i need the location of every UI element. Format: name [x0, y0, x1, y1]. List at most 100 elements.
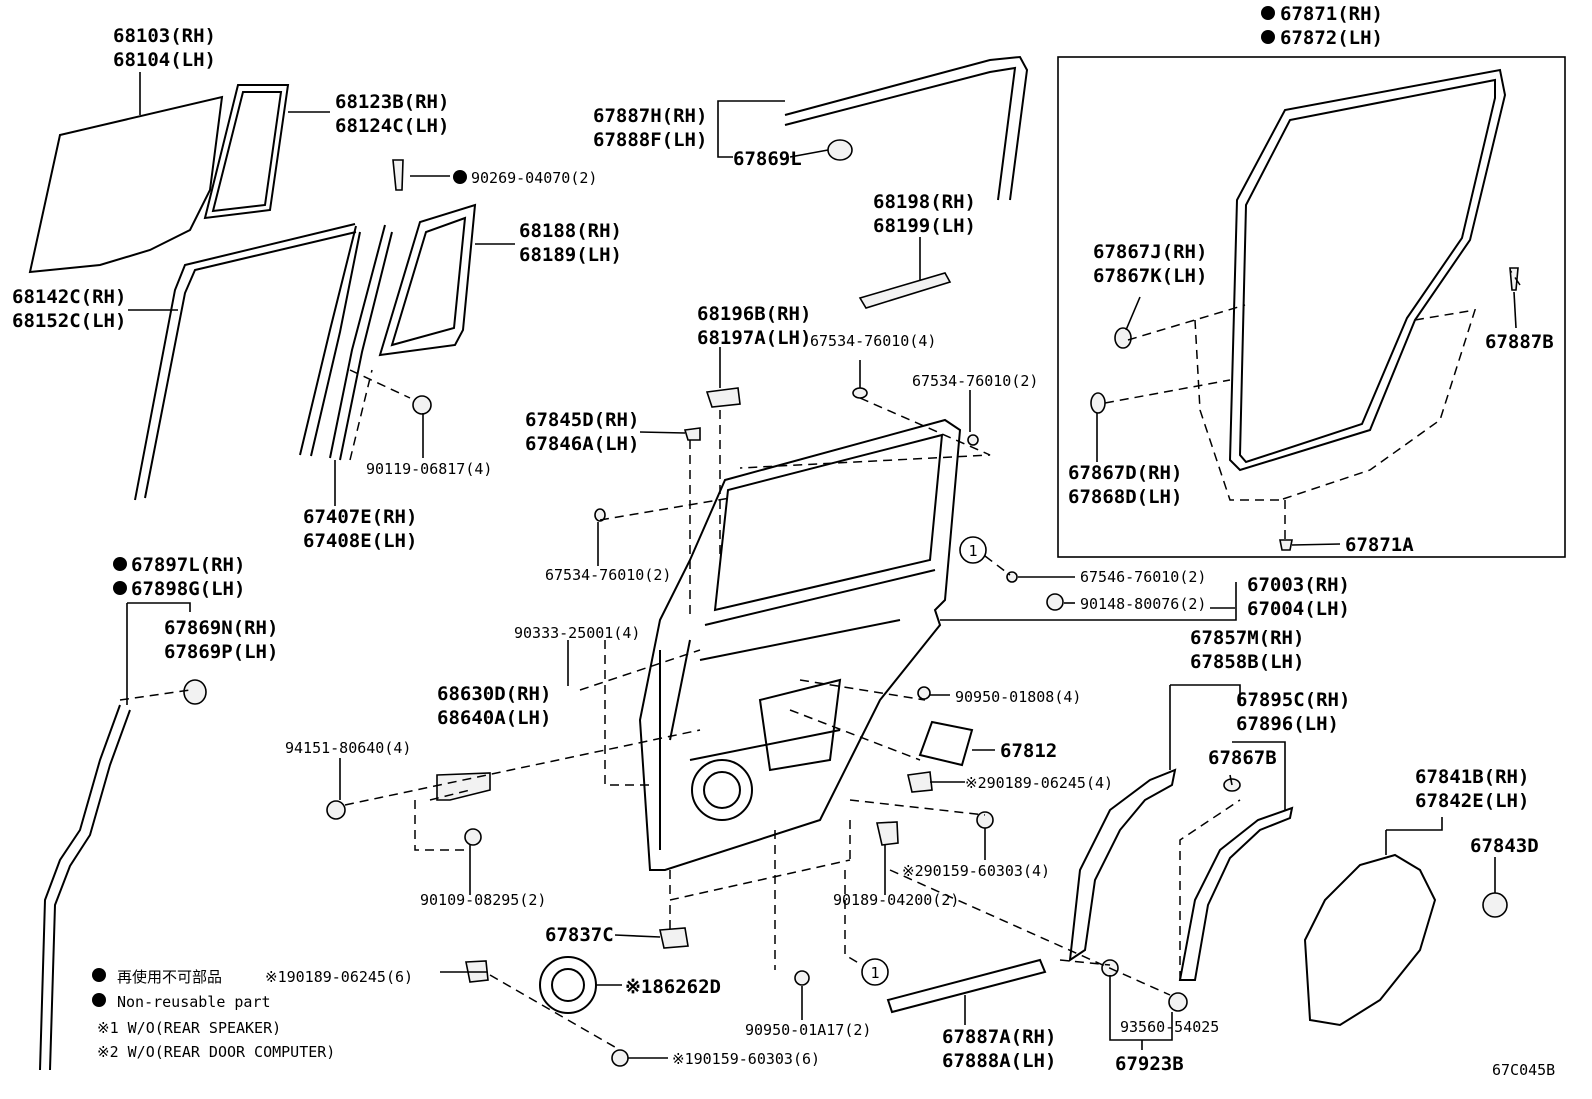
label-68197A: 68197A(LH)	[697, 327, 811, 349]
label-68142C: 68142C(RH)	[12, 286, 126, 308]
label-68630D: 68630D(RH)	[437, 683, 551, 705]
label-90189-a: ※290189-06245(4)	[965, 774, 1113, 792]
label-90159-b: ※190159-60303(6)	[672, 1050, 820, 1068]
reference-circle-1-bottom: 1	[861, 958, 889, 986]
label-67867B: 67867B	[1208, 747, 1277, 769]
label-67871: 67871(RH)	[1280, 3, 1383, 25]
label-67887B: 67887B	[1485, 331, 1554, 353]
label-90189-c: ※190189-06245(6)	[265, 968, 413, 986]
diagram-id: 67C045B	[1492, 1061, 1555, 1079]
label-67846A: 67846A(LH)	[525, 433, 639, 455]
label-67857M: 67857M(RH)	[1190, 627, 1304, 649]
label-90119: 90119-06817(4)	[366, 460, 492, 478]
label-67841B: 67841B(RH)	[1415, 766, 1529, 788]
door-panel-shape	[638, 418, 962, 871]
legend-non-reusable-en: Non-reusable part	[117, 993, 271, 1011]
label-67534-c: 67534-76010(2)	[545, 566, 671, 584]
label-90333: 90333-25001(4)	[514, 624, 640, 642]
label-67408E: 67408E(LH)	[303, 530, 417, 552]
label-90950-b: 90950-01A17(2)	[745, 1021, 871, 1039]
label-67888F: 67888F(LH)	[593, 129, 707, 151]
legend-non-reusable-jp: 再使用不可部品	[117, 968, 222, 986]
label-67842E: 67842E(LH)	[1415, 790, 1529, 812]
label-67867D: 67867D(RH)	[1068, 462, 1182, 484]
label-68123B: 68123B(RH)	[335, 91, 449, 113]
label-67812: 67812	[1000, 740, 1057, 762]
label-67869L: 67869L	[733, 148, 802, 170]
lower-molding-shape	[886, 958, 1047, 1014]
label-68104: 68104(LH)	[113, 49, 216, 71]
label-67871A: 67871A	[1345, 534, 1414, 556]
label-68124C: 68124C(LH)	[335, 115, 449, 137]
legend-note-1: ※1 W/O(REAR SPEAKER)	[97, 1019, 281, 1037]
label-67895C: 67895C(RH)	[1236, 689, 1350, 711]
door-check-shape	[436, 772, 491, 801]
reference-circle-1-top: 1	[959, 536, 987, 564]
label-90189-b: 90189-04200(2)	[833, 891, 959, 909]
label-67887H: 67887H(RH)	[593, 105, 707, 127]
run-channel-shape	[134, 223, 357, 501]
part-labels: 68103(RH) 68104(LH) 68123B(RH) 68124C(LH…	[12, 3, 1554, 1075]
label-67845D: 67845D(RH)	[525, 409, 639, 431]
label-67003: 67003(RH)	[1247, 574, 1350, 596]
label-67868D: 67868D(LH)	[1068, 486, 1182, 508]
division-bar-shape	[299, 225, 361, 457]
label-68188: 68188(RH)	[519, 220, 622, 242]
label-67867K: 67867K(LH)	[1093, 265, 1207, 287]
label-68103: 68103(RH)	[113, 25, 216, 47]
label-68189: 68189(LH)	[519, 244, 622, 266]
label-67534-b: 67534-76010(2)	[912, 372, 1038, 390]
label-90109: 90109-08295(2)	[420, 891, 546, 909]
non-reusable-markers	[92, 6, 1275, 1007]
label-68152C: 68152C(LH)	[12, 310, 126, 332]
svg-text:1: 1	[968, 542, 977, 560]
rear-molding-shape	[1068, 768, 1177, 963]
outer-seal-shape	[39, 704, 131, 1071]
label-67867J: 67867J(RH)	[1093, 241, 1207, 263]
label-67898G: 67898G(LH)	[131, 578, 245, 600]
label-67887A: 67887A(RH)	[942, 1026, 1056, 1048]
label-68196B: 68196B(RH)	[697, 303, 811, 325]
label-67896: 67896(LH)	[1236, 713, 1339, 735]
fixed-glass-frame-shape	[378, 203, 477, 357]
label-90950-a: 90950-01808(4)	[955, 688, 1081, 706]
label-93560: 93560-54025	[1120, 1018, 1219, 1036]
label-94151: 94151-80640(4)	[285, 739, 411, 757]
label-67534-a: 67534-76010(4)	[810, 332, 936, 350]
label-90159-a: ※290159-60303(4)	[902, 862, 1050, 880]
label-67872: 67872(LH)	[1280, 27, 1383, 49]
label-68198: 68198(RH)	[873, 191, 976, 213]
weatherstrip-box	[1057, 56, 1566, 558]
leader-lines	[126, 72, 1517, 1059]
legend-note-2: ※2 W/O(REAR DOOR COMPUTER)	[97, 1043, 335, 1061]
label-67888A: 67888A(LH)	[942, 1050, 1056, 1072]
label-68199: 68199(LH)	[873, 215, 976, 237]
label-67858B: 67858B(LH)	[1190, 651, 1304, 673]
assembly-lines	[119, 269, 1521, 1051]
label-67004: 67004(LH)	[1247, 598, 1350, 620]
label-90148: 90148-80076(2)	[1080, 595, 1206, 613]
label-67546: 67546-76010(2)	[1080, 568, 1206, 586]
label-67869N: 67869N(RH)	[164, 617, 278, 639]
part-shapes	[28, 55, 1519, 1071]
door-glass-shape	[28, 95, 224, 274]
label-90269: 90269-04070(2)	[471, 169, 597, 187]
legend: 再使用不可部品 Non-reusable part ※1 W/O(REAR SP…	[97, 968, 335, 1061]
label-67923B: 67923B	[1115, 1053, 1184, 1075]
label-68640A: 68640A(LH)	[437, 707, 551, 729]
label-67407E: 67407E(RH)	[303, 506, 417, 528]
door-weatherstrip-shape	[1228, 68, 1507, 472]
svg-text:1: 1	[870, 964, 879, 982]
wheel-arch-shape	[1178, 806, 1294, 981]
quarter-glass-shape	[203, 84, 290, 220]
label-86262D: ※186262D	[625, 976, 721, 998]
speaker-shape	[539, 956, 597, 1014]
liner-shape	[1303, 853, 1437, 1027]
label-67869P: 67869P(LH)	[164, 641, 278, 663]
outer-handle-shape	[858, 272, 952, 309]
label-67897L: 67897L(RH)	[131, 554, 245, 576]
label-67843D: 67843D	[1470, 835, 1539, 857]
label-67837C: 67837C	[545, 924, 614, 946]
upper-molding-shape	[784, 55, 1029, 201]
